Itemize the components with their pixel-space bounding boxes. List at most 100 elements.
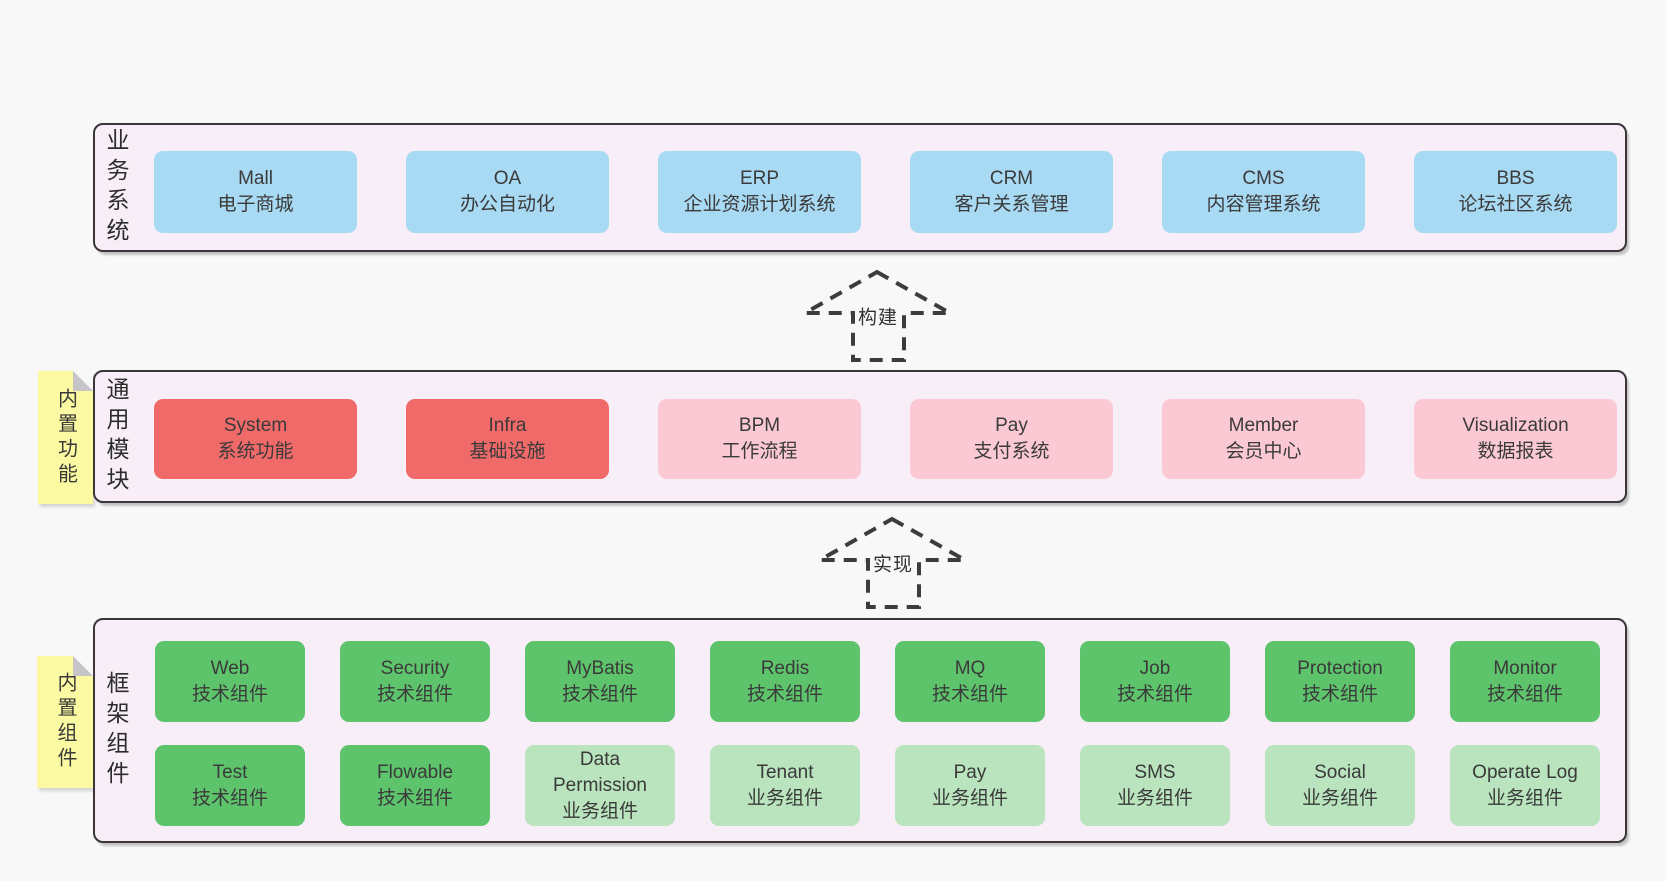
box-job: Job 技术组件 xyxy=(1080,641,1230,722)
box-subtitle: 企业资源计划系统 xyxy=(683,194,836,215)
box-protection: Protection 技术组件 xyxy=(1265,641,1415,722)
box-visualization: Visualization 数据报表 xyxy=(1414,399,1617,479)
box-title: Social xyxy=(1314,761,1366,783)
box-subtitle: 技术组件 xyxy=(1301,683,1378,705)
box-subtitle: 内容管理系统 xyxy=(1206,194,1321,215)
box-title: Web xyxy=(210,657,250,679)
box-erp: ERP 企业资源计划系统 xyxy=(658,151,861,233)
box-title: Test xyxy=(212,761,248,783)
box-subtitle: 技术组件 xyxy=(746,683,823,705)
dashed-up-arrow-icon xyxy=(815,516,971,609)
box-subtitle: 工作流程 xyxy=(721,441,798,462)
box-title: ERP xyxy=(739,168,780,189)
box-subtitle: 技术组件 xyxy=(931,683,1008,705)
box-infra: Infra 基础设施 xyxy=(406,399,609,479)
box-flowable: Flowable 技术组件 xyxy=(340,745,490,826)
box-operate-log: Operate Log 业务组件 xyxy=(1450,745,1600,826)
box-title: CMS xyxy=(1242,168,1285,189)
sticky-note-built-in-components: 内置组件 xyxy=(37,656,93,788)
box-pay-biz: Pay 业务组件 xyxy=(895,745,1045,826)
box-title: System xyxy=(223,415,288,436)
box-title: Monitor xyxy=(1493,657,1557,679)
box-title: SMS xyxy=(1134,761,1176,783)
box-crm: CRM 客户关系管理 xyxy=(910,151,1113,233)
box-title: Infra xyxy=(488,415,527,436)
arrow-label: 构建 xyxy=(854,301,902,331)
box-oa: OA 办公自动化 xyxy=(406,151,609,233)
box-title: Operate Log xyxy=(1472,761,1578,783)
box-subtitle: 技术组件 xyxy=(376,683,453,705)
box-subtitle: 技术组件 xyxy=(1116,683,1193,705)
box-title: OA xyxy=(493,168,522,189)
box-subtitle: 电子商城 xyxy=(217,194,294,215)
box-mybatis: MyBatis 技术组件 xyxy=(525,641,675,722)
up-arrow-build: 构建 xyxy=(800,268,956,365)
box-bpm: BPM 工作流程 xyxy=(658,399,861,479)
box-security: Security 技术组件 xyxy=(340,641,490,722)
box-subtitle: 数据报表 xyxy=(1477,441,1554,462)
box-cms: CMS 内容管理系统 xyxy=(1162,151,1365,233)
box-mq: MQ 技术组件 xyxy=(895,641,1045,722)
panel-row-tech: Web 技术组件 Security 技术组件 MyBatis 技术组件 Redi… xyxy=(155,641,1600,722)
box-data-permission: Data Permission 业务组件 xyxy=(525,745,675,826)
box-subtitle: 业务组件 xyxy=(746,787,823,809)
box-subtitle: 业务组件 xyxy=(1301,787,1378,809)
box-title: Member xyxy=(1228,415,1299,436)
box-title: Security xyxy=(380,657,450,679)
panel-label: 业务系统 xyxy=(103,127,129,248)
box-title: Redis xyxy=(760,657,810,679)
box-sms: SMS 业务组件 xyxy=(1080,745,1230,826)
box-monitor: Monitor 技术组件 xyxy=(1450,641,1600,722)
box-social: Social 业务组件 xyxy=(1265,745,1415,826)
box-subtitle: 办公自动化 xyxy=(459,194,555,215)
box-subtitle: 系统功能 xyxy=(217,441,294,462)
box-subtitle: 业务组件 xyxy=(1486,787,1563,809)
box-subtitle: 技术组件 xyxy=(191,683,268,705)
box-subtitle: 论坛社区系统 xyxy=(1458,194,1573,215)
box-title: Tenant xyxy=(756,761,814,783)
box-subtitle: 技术组件 xyxy=(376,787,453,809)
dashed-up-arrow-icon xyxy=(800,269,956,362)
box-web: Web 技术组件 xyxy=(155,641,305,722)
box-title: BPM xyxy=(738,415,781,436)
panel-row-biz: Test 技术组件 Flowable 技术组件 Data Permission … xyxy=(155,745,1600,826)
box-subtitle: 支付系统 xyxy=(973,441,1050,462)
box-title: Mall xyxy=(238,168,273,189)
box-subtitle: 技术组件 xyxy=(561,683,638,705)
box-title: Job xyxy=(1139,657,1171,679)
box-subtitle: 技术组件 xyxy=(1486,683,1563,705)
box-member: Member 会员中心 xyxy=(1162,399,1365,479)
panel-common-modules: 通用模块 System 系统功能 Infra 基础设施 BPM 工作流程 Pay… xyxy=(93,370,1627,503)
box-subtitle: 基础设施 xyxy=(469,441,546,462)
panel-label: 通用模块 xyxy=(103,376,129,497)
box-title: MyBatis xyxy=(566,657,634,679)
sticky-note-label: 内置组件 xyxy=(54,672,76,772)
box-title: Protection xyxy=(1297,657,1383,679)
box-subtitle: 客户关系管理 xyxy=(954,194,1069,215)
box-title: Pay xyxy=(953,761,987,783)
box-title: CRM xyxy=(989,168,1034,189)
box-title: Flowable xyxy=(376,761,454,783)
box-title: Pay xyxy=(995,415,1028,436)
up-arrow-implement: 实现 xyxy=(815,515,971,612)
arrow-label: 实现 xyxy=(869,548,917,578)
panel-label: 框架组件 xyxy=(103,670,129,791)
box-title: BBS xyxy=(1496,168,1535,189)
box-subtitle: 业务组件 xyxy=(1116,787,1193,809)
box-subtitle: 业务组件 xyxy=(561,800,638,822)
box-bbs: BBS 论坛社区系统 xyxy=(1414,151,1617,233)
arrow-outline xyxy=(800,269,956,362)
box-test: Test 技术组件 xyxy=(155,745,305,826)
box-title: Visualization xyxy=(1462,415,1569,436)
box-title: Data Permission xyxy=(553,748,647,796)
box-subtitle: 会员中心 xyxy=(1225,441,1302,462)
box-subtitle: 业务组件 xyxy=(931,787,1008,809)
box-mall: Mall 电子商城 xyxy=(154,151,357,233)
box-title: MQ xyxy=(954,657,986,679)
sticky-note-built-in-features: 内置功能 xyxy=(38,371,93,504)
sticky-note-label: 内置功能 xyxy=(54,387,77,488)
panel-row: Mall 电子商城 OA 办公自动化 ERP 企业资源计划系统 CRM 客户关系… xyxy=(154,151,1617,233)
panel-row: System 系统功能 Infra 基础设施 BPM 工作流程 Pay 支付系统… xyxy=(154,399,1617,479)
panel-framework-components: 框架组件 Web 技术组件 Security 技术组件 MyBatis 技术组件… xyxy=(93,618,1627,843)
